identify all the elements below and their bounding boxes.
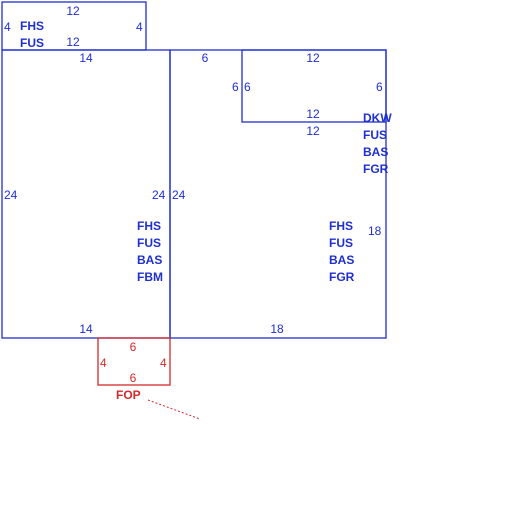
left-dim-left: 24	[4, 188, 18, 202]
upper-right-code-4: FGR	[363, 162, 389, 176]
porch-outline	[97, 337, 171, 386]
top-left-dim-top: 12	[66, 4, 80, 18]
top-left-code-1: FHS	[20, 19, 44, 33]
top-left-dim-bottom: 12	[66, 35, 80, 49]
upper-right-section-outline	[241, 49, 387, 123]
porch-leader-line	[147, 399, 201, 420]
right-code-4: FGR	[329, 270, 355, 284]
top-left-dim-left: 4	[4, 20, 11, 34]
porch-label: FOP	[116, 388, 141, 402]
upper-right-code-2: FUS	[363, 128, 387, 142]
right-code-2: FUS	[329, 236, 353, 250]
upper-right-code-1: DKW	[363, 111, 392, 125]
left-code-1: FHS	[137, 219, 161, 233]
right-dim-inner-b: 6	[244, 80, 251, 94]
right-code-3: BAS	[329, 253, 354, 267]
left-dim-right: 24	[152, 188, 166, 202]
upper-right-dim-bottom-inner: 12	[306, 124, 320, 138]
upper-right-dim-top: 12	[306, 51, 320, 65]
porch-dim-right: 4	[160, 356, 167, 370]
porch-dim-top: 6	[130, 340, 137, 354]
right-code-1: FHS	[329, 219, 353, 233]
left-code-2: FUS	[137, 236, 161, 250]
porch-dim-bottom: 6	[130, 371, 137, 385]
left-code-4: FBM	[137, 270, 163, 284]
upper-right-code-3: BAS	[363, 145, 388, 159]
right-dim-left: 24	[172, 188, 186, 202]
upper-right-dim-right: 6	[376, 80, 383, 94]
right-dim-right: 18	[368, 224, 382, 238]
right-dim-inner-a: 6	[232, 80, 239, 94]
top-left-dim-right: 4	[136, 20, 143, 34]
right-section-outline	[169, 49, 387, 339]
left-code-3: BAS	[137, 253, 162, 267]
top-left-code-2: FUS	[20, 36, 44, 50]
right-dim-top-left: 6	[202, 51, 209, 65]
right-dim-bottom: 18	[270, 322, 284, 336]
left-section-outline	[1, 49, 171, 339]
porch-dim-left: 4	[100, 356, 107, 370]
left-dim-bottom: 14	[79, 322, 93, 336]
upper-right-dim-bottom-outer: 12	[306, 107, 320, 121]
left-dim-top: 14	[79, 51, 93, 65]
